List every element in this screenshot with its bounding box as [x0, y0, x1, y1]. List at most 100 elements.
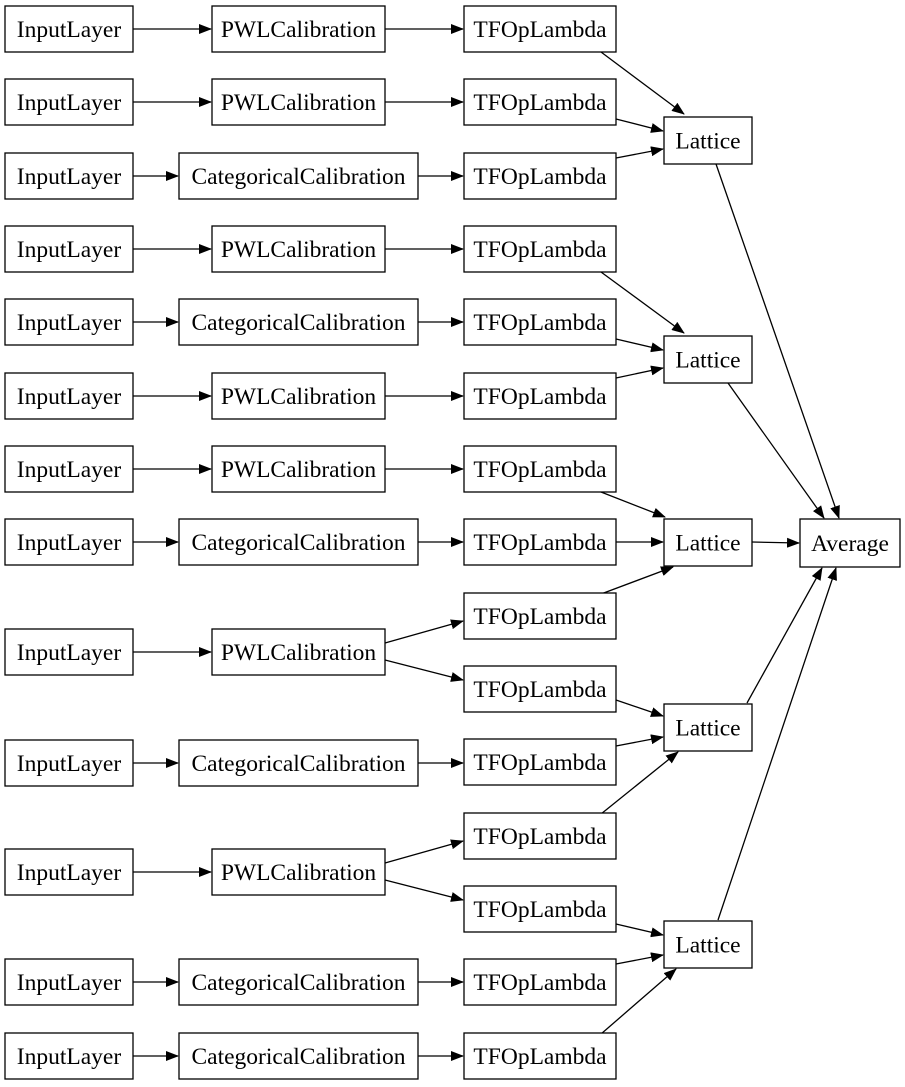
- tfop-15-box: [463, 1032, 617, 1080]
- node-lattice-1: Lattice: [663, 116, 753, 165]
- cal-12-label: CategoricalCalibration: [191, 970, 405, 996]
- cal-13-label: CategoricalCalibration: [191, 1044, 405, 1070]
- node-cal-6: PWLCalibration: [211, 372, 386, 420]
- tfop-10-label: TFOpLambda: [473, 677, 607, 703]
- cal-10-box: [178, 739, 419, 787]
- input-7-label: InputLayer: [17, 457, 122, 483]
- input-8-box: [4, 518, 134, 566]
- input-2-label: InputLayer: [17, 90, 122, 116]
- node-cal-13: CategoricalCalibration: [178, 1032, 419, 1080]
- input-12-label: InputLayer: [17, 970, 122, 996]
- nodes-layer: InputLayerInputLayerInputLayerInputLayer…: [4, 5, 901, 1080]
- cal-2-box: [211, 78, 386, 126]
- input-3-label: InputLayer: [17, 164, 122, 190]
- input-13-box: [4, 1032, 134, 1080]
- edge-lattice-2-to-average: [727, 382, 825, 519]
- lattice-5-box: [663, 920, 753, 969]
- input-5-box: [4, 298, 134, 346]
- edge-lattice-4-to-average: [746, 567, 823, 704]
- edge-tfop-6-to-lattice-2: [615, 365, 664, 379]
- input-11-box: [4, 848, 134, 896]
- node-cal-3: CategoricalCalibration: [178, 152, 419, 200]
- cal-9-box: [211, 628, 386, 676]
- node-average: Average: [799, 518, 901, 568]
- edge-cal-9-to-tfop-10: [384, 659, 464, 682]
- node-input-13: InputLayer: [4, 1032, 134, 1080]
- node-tfop-4: TFOpLambda: [463, 225, 617, 273]
- tfop-8-box: [463, 518, 617, 566]
- node-cal-2: PWLCalibration: [211, 78, 386, 126]
- cal-3-box: [178, 152, 419, 200]
- node-tfop-15: TFOpLambda: [463, 1032, 617, 1080]
- input-5-label: InputLayer: [17, 310, 122, 336]
- node-input-5: InputLayer: [4, 298, 134, 346]
- edge-tfop-15-to-lattice-5: [600, 968, 677, 1035]
- tfop-11-label: TFOpLambda: [473, 750, 607, 776]
- node-cal-12: CategoricalCalibration: [178, 958, 419, 1006]
- node-input-11: InputLayer: [4, 848, 134, 896]
- average-label: Average: [811, 531, 889, 557]
- tfop-6-label: TFOpLambda: [473, 384, 607, 410]
- tfop-6-box: [463, 372, 617, 420]
- cal-6-box: [211, 372, 386, 420]
- lattice-3-label: Lattice: [675, 531, 740, 557]
- tfop-15-label: TFOpLambda: [473, 1044, 607, 1070]
- cal-10-label: CategoricalCalibration: [191, 751, 405, 777]
- edge-lattice-3-to-average: [751, 537, 800, 548]
- lattice-4-box: [663, 703, 753, 752]
- cal-1-label: PWLCalibration: [221, 17, 377, 43]
- cal-12-box: [178, 958, 419, 1006]
- node-lattice-2: Lattice: [663, 335, 753, 384]
- node-cal-1: PWLCalibration: [211, 5, 386, 53]
- edges-layer: [133, 24, 840, 1061]
- cal-1-box: [211, 5, 386, 53]
- lattice-1-label: Lattice: [675, 129, 740, 155]
- input-3-box: [4, 152, 134, 200]
- input-12-box: [4, 958, 134, 1006]
- tfop-13-label: TFOpLambda: [473, 897, 607, 923]
- tfop-10-box: [463, 665, 617, 713]
- node-tfop-11: TFOpLambda: [463, 738, 617, 786]
- input-9-label: InputLayer: [17, 640, 122, 666]
- cal-4-label: PWLCalibration: [221, 237, 377, 263]
- cal-13-box: [178, 1032, 419, 1080]
- tfop-4-box: [463, 225, 617, 273]
- node-input-10: InputLayer: [4, 739, 134, 787]
- edge-cal-9-to-tfop-9: [384, 619, 464, 644]
- node-tfop-2: TFOpLambda: [463, 78, 617, 126]
- edge-tfop-14-to-lattice-5: [615, 952, 664, 965]
- node-input-2: InputLayer: [4, 78, 134, 126]
- edge-tfop-9-to-lattice-3: [600, 566, 674, 595]
- tfop-14-label: TFOpLambda: [473, 970, 607, 996]
- tfop-14-box: [463, 958, 617, 1006]
- node-input-8: InputLayer: [4, 518, 134, 566]
- tfop-12-box: [463, 812, 617, 860]
- edge-tfop-10-to-lattice-4: [615, 699, 664, 717]
- node-cal-9: PWLCalibration: [211, 628, 386, 676]
- node-input-4: InputLayer: [4, 225, 134, 273]
- input-11-label: InputLayer: [17, 860, 122, 886]
- node-lattice-3: Lattice: [663, 518, 753, 567]
- lattice-2-label: Lattice: [675, 348, 740, 374]
- edge-tfop-7-to-lattice-3: [600, 491, 666, 518]
- cal-5-box: [178, 298, 419, 346]
- node-cal-7: PWLCalibration: [211, 445, 386, 493]
- input-6-box: [4, 372, 134, 420]
- input-13-label: InputLayer: [17, 1044, 122, 1070]
- input-2-box: [4, 78, 134, 126]
- node-input-12: InputLayer: [4, 958, 134, 1006]
- node-input-6: InputLayer: [4, 372, 134, 420]
- edge-cal-11-to-tfop-13: [384, 879, 464, 902]
- lattice-1-box: [663, 116, 753, 165]
- cal-9-label: PWLCalibration: [221, 640, 377, 666]
- input-1-box: [4, 5, 134, 53]
- tfop-5-box: [463, 298, 617, 346]
- tfop-2-label: TFOpLambda: [473, 90, 607, 116]
- cal-3-label: CategoricalCalibration: [191, 164, 405, 190]
- input-7-box: [4, 445, 134, 493]
- node-cal-10: CategoricalCalibration: [178, 739, 419, 787]
- tfop-4-label: TFOpLambda: [473, 237, 607, 263]
- node-cal-11: PWLCalibration: [211, 848, 386, 896]
